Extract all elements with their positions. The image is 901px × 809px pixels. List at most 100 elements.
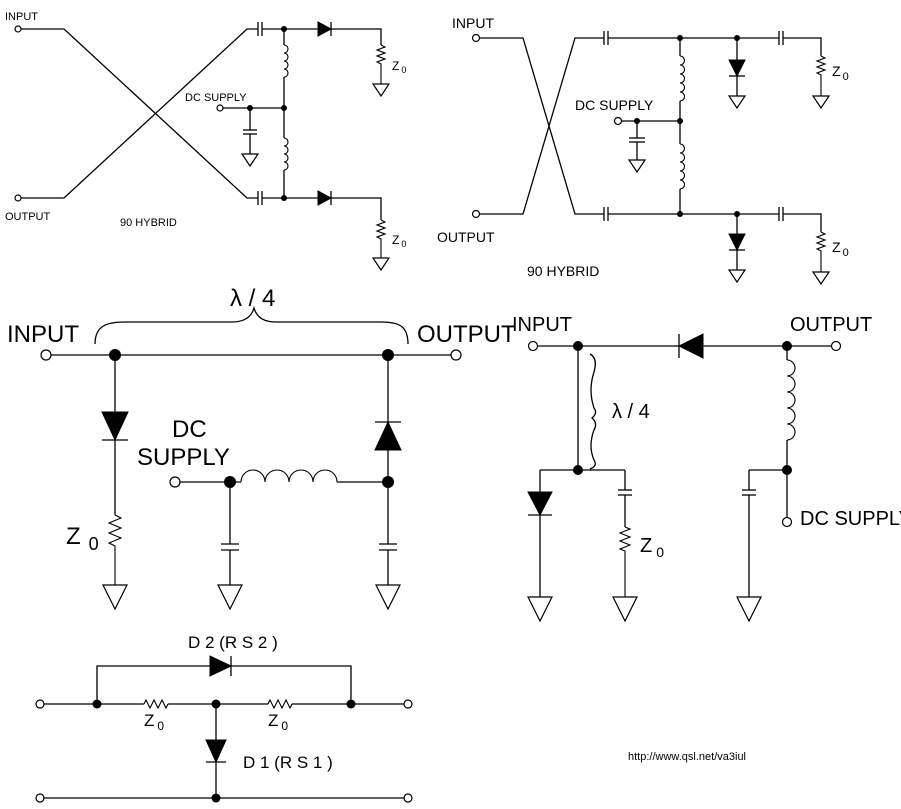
dc-block-capacitor-load-bottom <box>778 207 784 221</box>
hybrid-label: 90 HYBRID <box>120 217 177 229</box>
d2-label: D 2 (R S 2 ) <box>188 633 278 652</box>
bias-inductor-upper <box>283 44 289 78</box>
bias-choke-inductor <box>240 469 338 483</box>
shunt-diode-input <box>101 411 129 442</box>
load-resistor-top <box>375 44 387 84</box>
bias-inductor-lower <box>283 137 289 171</box>
hybrid-crossing-line-1 <box>480 37 604 215</box>
ground-icon <box>812 271 830 285</box>
shunt-diode-d1 <box>205 739 227 764</box>
input-terminal <box>527 340 539 352</box>
input-label: INPUT <box>7 321 79 348</box>
ground-icon <box>372 257 390 271</box>
input-terminal <box>14 25 22 33</box>
ground-icon <box>375 584 401 610</box>
dc-supply-terminal <box>216 104 224 112</box>
decoupling-capacitor <box>243 129 257 135</box>
input-terminal <box>40 349 52 361</box>
series-diode-d2 <box>209 655 233 677</box>
ground-terminal-left <box>35 793 45 803</box>
ground-icon <box>102 584 128 610</box>
quarter-wave-brace <box>589 353 597 470</box>
output-terminal <box>471 209 481 219</box>
diode-top <box>317 21 333 37</box>
dc-block-capacitor-bottom <box>257 191 263 205</box>
output-terminal <box>403 699 413 709</box>
bias-choke-inductor <box>786 359 796 441</box>
hybrid-crossing-line-1 <box>21 28 258 199</box>
load-resistor <box>107 514 123 585</box>
dc-block-capacitor-bottom <box>603 207 609 221</box>
ground-icon <box>736 596 762 622</box>
dc-supply-terminal <box>169 476 181 488</box>
lambda-quarter-label: λ / 4 <box>230 285 275 312</box>
ground-icon <box>812 95 830 109</box>
load-resistor-top <box>815 55 827 96</box>
ground-icon <box>628 159 646 173</box>
quarter-wave-brace <box>94 305 409 345</box>
dc-label: DC <box>172 416 207 443</box>
input-label: INPUT <box>512 314 572 336</box>
load-resistor-bottom <box>375 219 387 258</box>
dc-block-capacitor-load-top <box>778 31 784 45</box>
decoupling-capacitor <box>629 137 645 143</box>
bias-inductor-lower <box>679 143 686 190</box>
dc-supply-terminal <box>613 116 623 126</box>
dc-supply-label: DC SUPPLY <box>575 97 654 113</box>
diode-bottom <box>317 190 333 206</box>
decoupling-capacitor <box>742 489 756 496</box>
dc-supply-label: DC SUPPLY <box>800 508 901 530</box>
ground-icon <box>217 584 243 610</box>
ground-icon <box>728 95 746 109</box>
dc-supply-label: DC SUPPLY <box>185 92 247 104</box>
series-diode <box>677 333 704 359</box>
ground-icon <box>372 83 390 97</box>
load-resistor-bottom <box>815 231 827 272</box>
decoupling-capacitor-left <box>221 543 239 551</box>
ground-icon <box>241 153 259 167</box>
series-resistor-right <box>267 698 293 710</box>
series-resistor-left <box>143 698 169 710</box>
dc-block-capacitor <box>618 489 632 496</box>
shunt-diode-output <box>374 420 402 451</box>
shunt-diode-bottom <box>728 233 746 252</box>
supply-label: SUPPLY <box>137 444 230 471</box>
ground-icon <box>527 596 553 622</box>
output-terminal <box>14 194 22 202</box>
dc-block-capacitor-top <box>603 31 609 45</box>
dc-block-capacitor-top <box>257 22 263 36</box>
input-terminal <box>35 699 45 709</box>
load-resistor <box>618 526 632 597</box>
ground-icon <box>612 596 638 622</box>
shunt-diode-top <box>728 59 746 78</box>
input-label: INPUT <box>452 15 494 31</box>
ground-terminal-right <box>403 793 413 803</box>
input-terminal <box>471 33 481 43</box>
lambda-quarter-label: λ / 4 <box>612 401 650 423</box>
output-terminal <box>450 349 462 361</box>
ground-icon <box>728 269 746 283</box>
decoupling-capacitor-right <box>379 543 397 551</box>
d1-label: D 1 (R S 1 ) <box>243 753 333 772</box>
output-label: OUTPUT <box>417 321 516 348</box>
output-label: OUTPUT <box>790 314 872 336</box>
hybrid-crossing-line-2 <box>21 28 258 199</box>
output-label: OUTPUT <box>437 229 495 245</box>
dc-supply-terminal <box>781 516 793 528</box>
output-label: OUTPUT <box>5 211 51 223</box>
shunt-diode <box>527 491 553 517</box>
